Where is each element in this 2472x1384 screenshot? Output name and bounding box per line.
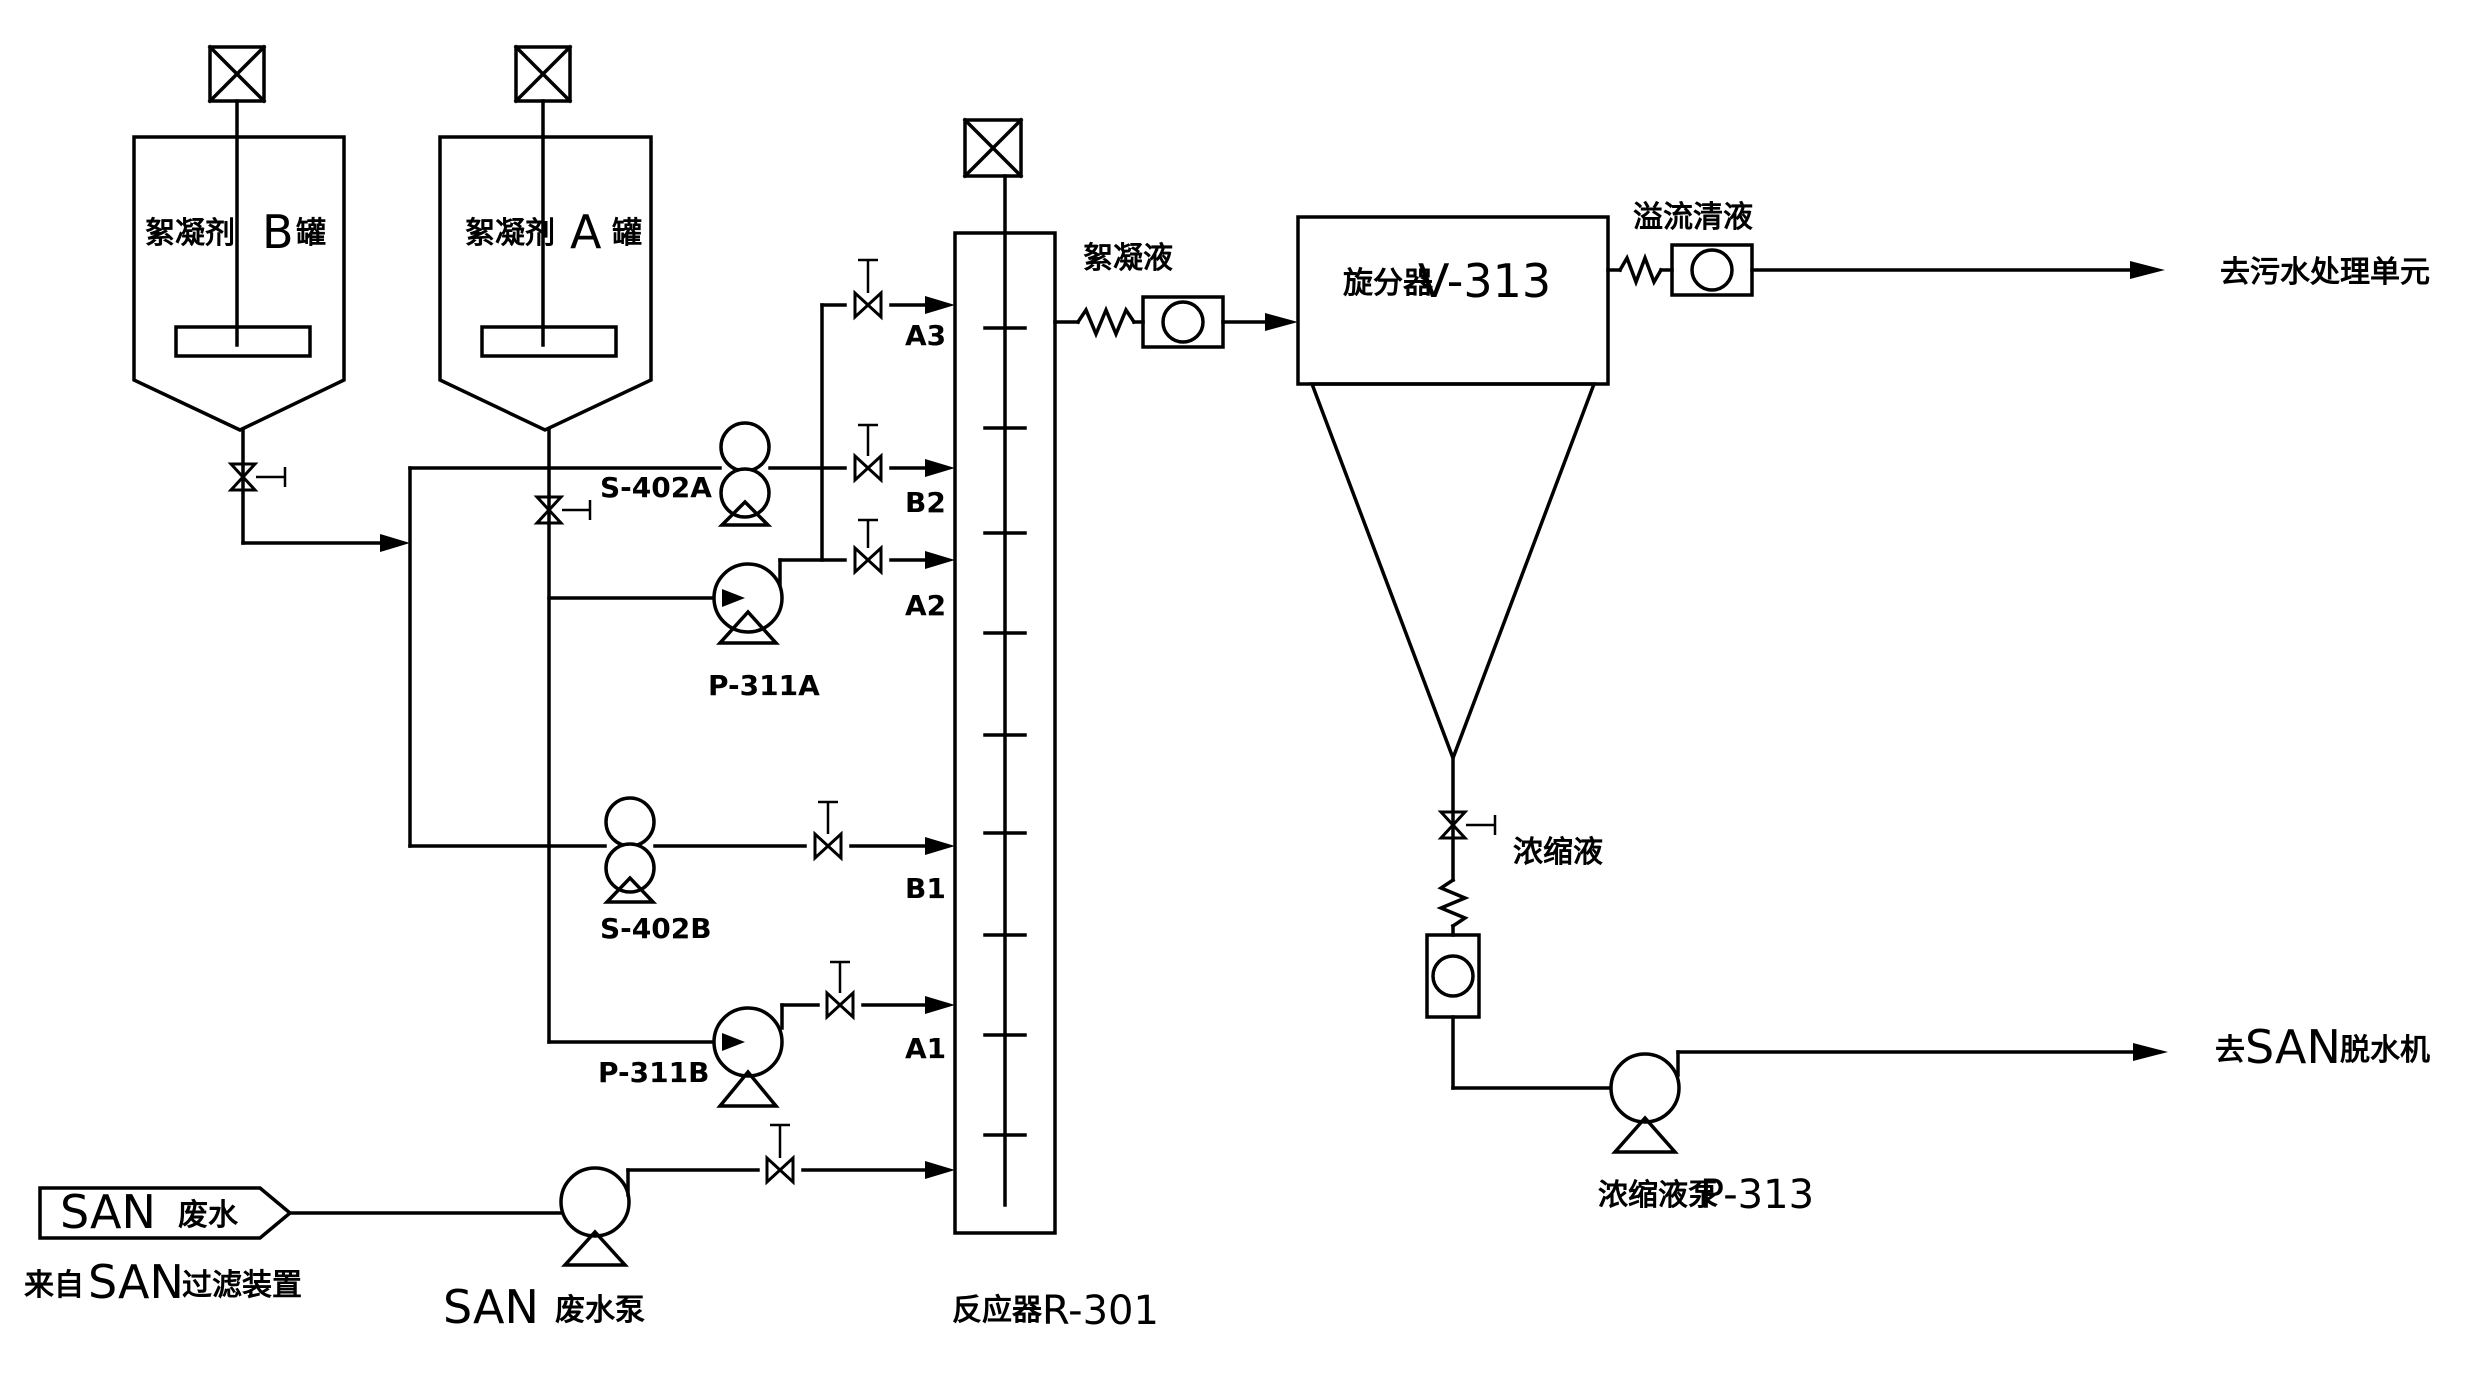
pump-p311b-label: P-311B: [598, 1056, 709, 1089]
nozzle-b1-label: B1: [905, 872, 946, 905]
nozzle-a3-label: A3: [905, 319, 946, 352]
separator-id-label: V-313: [1418, 254, 1551, 308]
to-dewater-prefix-label: 去: [2215, 1033, 2245, 1068]
agitator-motor-reactor-icon: [962, 117, 1024, 179]
source-suffix-label: 过滤装置: [182, 1268, 302, 1303]
concentrate-label: 浓缩液: [1513, 835, 1603, 870]
flocculated-liquid-label: 絮凝液: [1083, 241, 1173, 276]
concentrate-pump-p313-icon[interactable]: [1609, 1052, 1681, 1154]
nozzle-a2-label: A2: [905, 589, 946, 622]
a2-valve-icon[interactable]: [853, 546, 883, 574]
feed-suffix-label: 废水: [178, 1198, 239, 1233]
san-wastewater-pump-icon[interactable]: [559, 1166, 631, 1267]
a1-valve-icon[interactable]: [825, 991, 855, 1019]
source-san-label: SAN: [88, 1255, 184, 1309]
flow-meter-3-icon: [1425, 933, 1481, 1019]
source-prefix-label: 来自: [24, 1268, 84, 1303]
pump-p311a-label: P-311A: [708, 669, 820, 702]
separator-v313: [1296, 215, 1610, 763]
reactor-prefix-label: 反应器: [952, 1293, 1043, 1328]
nozzle-b2-label: B2: [905, 486, 946, 519]
pump-s402a-label: S-402A: [600, 471, 712, 504]
tank-b-unit: 罐: [296, 216, 326, 251]
tank-b-label: 絮凝剂: [145, 216, 235, 251]
a3-valve-icon[interactable]: [853, 291, 883, 319]
pump-s402b-label: S-402B: [600, 912, 712, 945]
agitator-motor-b-icon: [207, 44, 267, 104]
tank-a-label: 絮凝剂: [465, 216, 555, 251]
nozzle-a1-label: A1: [905, 1032, 946, 1065]
feed-san-label: SAN: [60, 1185, 156, 1239]
tank-b-suffix: B: [262, 205, 294, 259]
p313-prefix-label: 浓缩液泵: [1598, 1178, 1718, 1213]
reactor-r301: [953, 174, 1057, 1235]
to-wastewater-label: 去污水处理单元: [2220, 255, 2430, 290]
san-pump-prefix-label: SAN: [443, 1280, 539, 1334]
separator-prefix-label: 旋分器: [1343, 266, 1434, 301]
reactor-id-label: R-301: [1042, 1288, 1159, 1334]
pump-s402a-icon[interactable]: [717, 421, 773, 527]
san-pump-suffix-label: 废水泵: [555, 1293, 645, 1328]
tank-a-unit: 罐: [612, 216, 642, 251]
pump-s402b-icon[interactable]: [602, 796, 658, 904]
p313-id-label: P-313: [1700, 1172, 1814, 1218]
flow-meter-1-icon: [1141, 295, 1225, 349]
to-dewater-suffix-label: 脱水机: [2340, 1033, 2430, 1068]
pump-p311a-icon[interactable]: [712, 562, 784, 645]
feed-valve-icon[interactable]: [765, 1156, 795, 1184]
pump-p311b-icon[interactable]: [712, 1006, 784, 1108]
b2-valve-icon[interactable]: [853, 454, 883, 482]
flocculant-tank-b: [132, 99, 346, 432]
tank-a-suffix: A: [570, 205, 602, 259]
flocculant-tank-a: [438, 99, 653, 432]
b1-valve-icon[interactable]: [813, 832, 843, 860]
san-feed-tag: [38, 1186, 293, 1240]
flow-meter-2-icon: [1670, 243, 1754, 297]
overflow-label: 溢流清液: [1633, 200, 1753, 235]
agitator-motor-a-icon: [513, 44, 573, 104]
to-dewater-san-label: SAN: [2245, 1020, 2341, 1074]
